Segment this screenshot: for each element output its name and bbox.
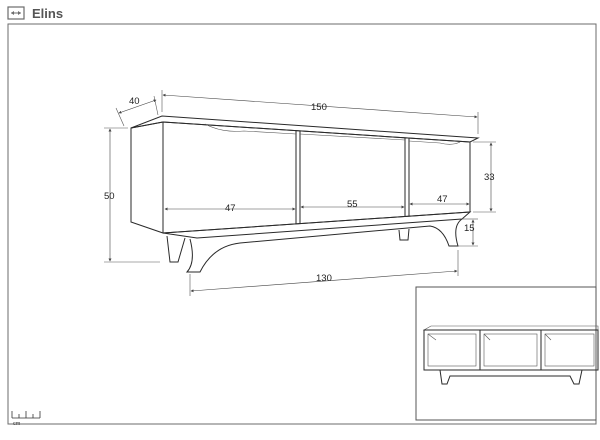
door-left-label: 47 (225, 203, 236, 214)
leg-height-label: 15 (464, 223, 475, 234)
sideboard-drawing (130, 115, 480, 273)
inset-open-view (415, 286, 599, 421)
base-width-label: 130 (316, 273, 332, 284)
width-arrows-icon (7, 6, 25, 20)
door-height-label: 33 (484, 172, 495, 183)
unit-label: cm (13, 421, 21, 427)
height-label: 50 (104, 191, 115, 202)
product-title: Elins (32, 6, 63, 21)
dimension-lines (104, 90, 496, 296)
door-right-label: 47 (437, 194, 448, 205)
drawing-frame (7, 23, 597, 425)
door-middle-label: 55 (347, 199, 358, 210)
ruler-icon (11, 411, 41, 419)
depth-label: 40 (129, 96, 140, 107)
width-label: 150 (311, 102, 327, 113)
